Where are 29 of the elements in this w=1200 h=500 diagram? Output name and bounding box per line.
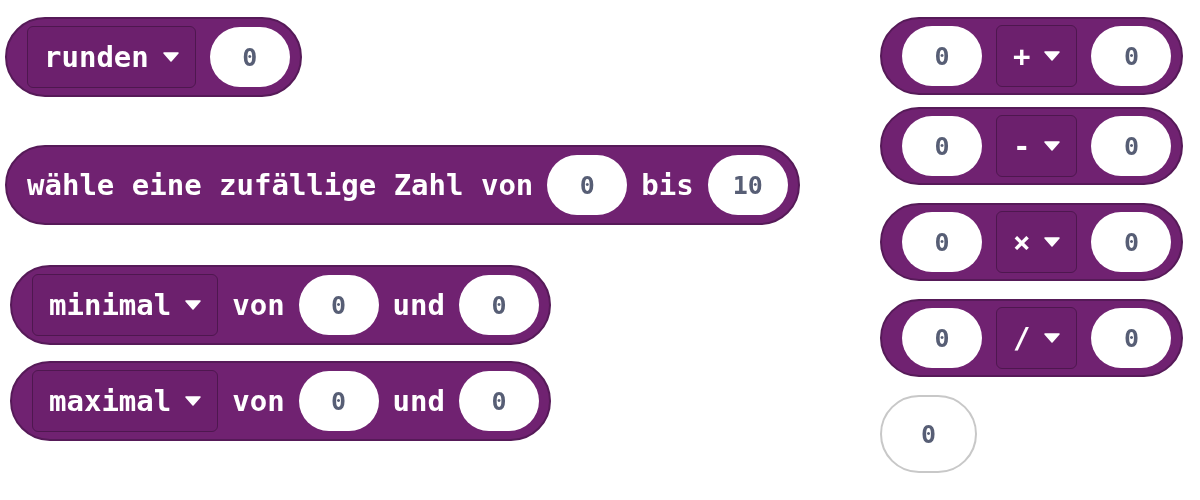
block-label: von	[232, 288, 285, 322]
dropdown-menu: /	[996, 307, 1078, 369]
number-input: 0	[902, 116, 982, 176]
number-input: 0	[1091, 308, 1172, 368]
number-input: 0	[1091, 26, 1172, 86]
dropdown-menu: runden	[27, 26, 196, 88]
dropdown-menu: ×	[996, 211, 1078, 273]
number-input: 0	[902, 26, 982, 86]
block-label: und	[392, 288, 445, 322]
block-label: von	[232, 384, 285, 418]
block-label: wähle eine zufällige Zahl von	[27, 168, 534, 202]
number-input: 0	[209, 27, 290, 87]
dropdown-menu: minimal	[32, 274, 219, 336]
number-input: 0	[880, 395, 977, 473]
number-input: 0	[459, 275, 539, 335]
number-input: 0	[547, 155, 628, 215]
number-input: 0	[902, 212, 982, 272]
number-input: 0	[1091, 212, 1172, 272]
dropdown-menu: -	[996, 115, 1078, 177]
number-input: 0	[1091, 116, 1172, 176]
number-input: 0	[298, 371, 379, 431]
dropdown-menu: +	[996, 25, 1078, 87]
number-input: 10	[707, 155, 788, 215]
number-input: 0	[902, 308, 982, 368]
dropdown-menu: maximal	[32, 370, 219, 432]
number-input: 0	[298, 275, 379, 335]
number-input: 0	[459, 371, 539, 431]
block-label: bis	[641, 168, 694, 202]
block-label: und	[392, 384, 445, 418]
